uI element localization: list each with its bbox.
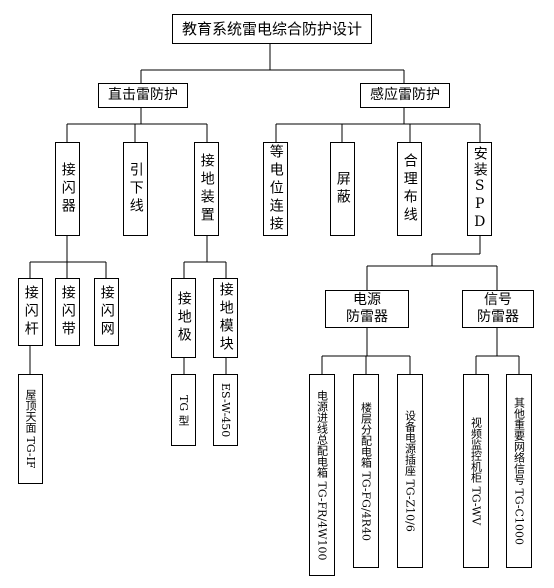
signal-spd-box: 信号 防雷器 (462, 290, 534, 328)
induced-lightning-box: 感应雷防护 (360, 83, 450, 108)
ground-module-product-box: ES-W-450 (213, 374, 238, 446)
floor-distribution-box: 楼层分配电箱 TG-FG/4R40 (353, 374, 379, 568)
power-spd-box: 电源 防雷器 (325, 290, 409, 328)
air-mesh-box: 接闪网 (94, 278, 119, 346)
equipment-socket-box: 设备电源插座 TG-Z10/6 (397, 374, 423, 568)
equipotential-bonding-box: 等电位连接 (263, 142, 288, 236)
video-cabinet-box: 视频监控机柜 TG-WV (463, 374, 489, 568)
network-signal-box: 其他重要网络信号 TG-C1000 (506, 374, 532, 568)
direct-lightning-box: 直击雷防护 (98, 83, 188, 108)
grounding-device-box: 接地装置 (194, 142, 219, 236)
ground-module-box: 接地模块 (213, 278, 238, 358)
spd-install-box: 安装SPD (467, 142, 492, 236)
main-distribution-box: 电源进线总配电箱 TG-FR/4W100 (309, 374, 335, 576)
air-rod-box: 接闪杆 (18, 278, 43, 346)
ground-electrode-box: 接地极 (171, 278, 196, 358)
wiring-box: 合理布线 (397, 142, 422, 236)
ground-electrode-product-box: TG 型 (171, 374, 196, 446)
root-title-box: 教育系统雷电综合防护设计 (172, 14, 372, 44)
shielding-box: 屏蔽 (330, 142, 355, 236)
air-product-box: 屋顶天面 TG-IF (18, 374, 43, 484)
down-conductor-box: 引下线 (123, 142, 148, 236)
air-strip-box: 接闪带 (55, 278, 80, 346)
air-terminal-box: 接闪器 (55, 142, 80, 236)
